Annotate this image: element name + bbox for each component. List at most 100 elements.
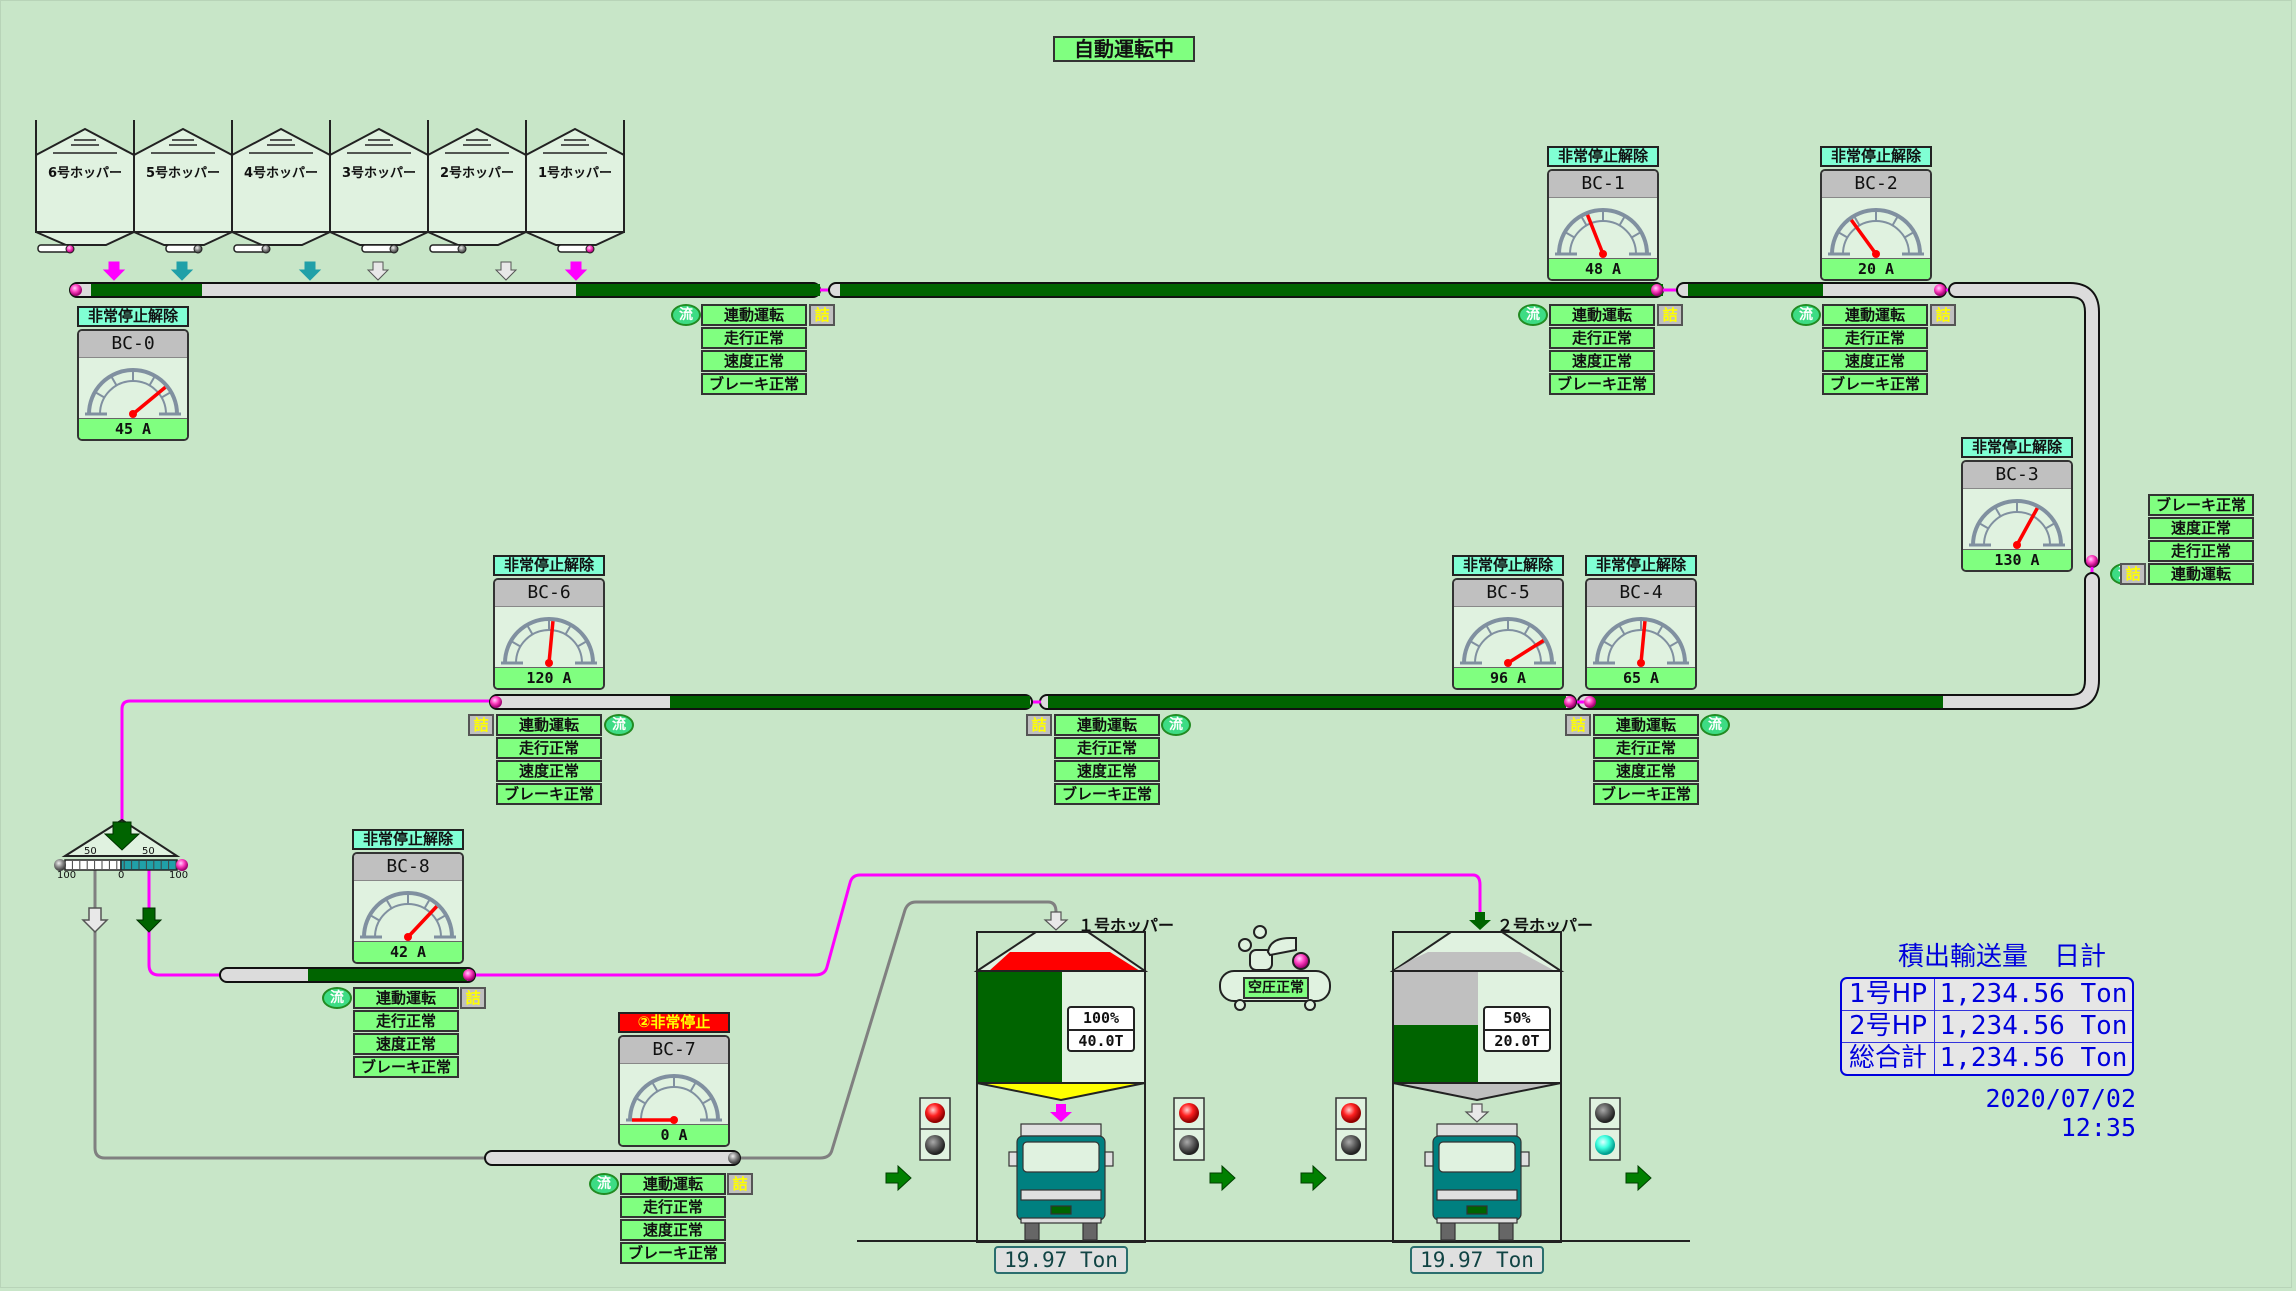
loading-hopper-1-name: １号ホッパー: [1078, 916, 1175, 935]
flow-indicator[interactable]: 流: [1161, 714, 1191, 736]
ammeter-gauge: [85, 368, 181, 418]
truck2-weight: 19.97 Ton: [1410, 1246, 1544, 1274]
current-readout: 0 A: [620, 1124, 728, 1145]
status-brake: ブレーキ正常: [496, 783, 602, 805]
top-hopper-bank: [35, 120, 625, 281]
status-brake: ブレーキ正常: [1593, 783, 1699, 805]
ammeter-gauge: [1969, 499, 2065, 549]
traffic-signal-lane2-entry: [1335, 1097, 1367, 1161]
jam-indicator[interactable]: 詰: [468, 714, 494, 736]
ammeter-bc-7[interactable]: BC-7 0 A: [618, 1035, 730, 1147]
totals-timestamp: 2020/07/02 12:35: [1985, 1084, 2136, 1142]
status-brake: ブレーキ正常: [1822, 373, 1928, 395]
diverter-scale-left-100: 100: [57, 870, 77, 881]
jam-indicator[interactable]: 詰: [2120, 563, 2146, 585]
hopper1-inlet-arrow-icon: [1043, 911, 1069, 931]
conveyor-bc8[interactable]: [219, 967, 476, 983]
hopper-discharge-arrow-icon: [366, 261, 390, 281]
status-speed: 速度正常: [1822, 350, 1928, 372]
ammeter-gauge: [1555, 208, 1651, 258]
status-linked: 連動運転: [496, 714, 602, 736]
conveyor-bc0[interactable]: [69, 282, 821, 298]
idle-line-diverter-left: [93, 870, 485, 1160]
totals-key: 1号HP: [1842, 979, 1935, 1010]
diverter-gate[interactable]: [54, 818, 188, 871]
compressor-status: 空圧正常: [1243, 977, 1309, 999]
flow-indicator[interactable]: 流: [1700, 714, 1730, 736]
jam-indicator[interactable]: 詰: [1565, 714, 1591, 736]
estop-status-bc-4[interactable]: 非常停止解除: [1585, 555, 1697, 576]
top-hopper-name: 5号ホッパー: [145, 166, 221, 181]
current-readout: 65 A: [1587, 667, 1695, 688]
lane1-entry-arrow-icon: [885, 1164, 912, 1192]
flow-indicator[interactable]: 流: [1518, 304, 1548, 326]
conveyor-bc6[interactable]: [489, 694, 1033, 710]
jam-indicator[interactable]: 詰: [1657, 304, 1683, 326]
estop-status-bc-1[interactable]: 非常停止解除: [1547, 146, 1659, 167]
estop-status-bc-8[interactable]: 非常停止解除: [352, 829, 464, 850]
status-linked: 連動運転: [1054, 714, 1160, 736]
conveyor-id: BC-1: [1549, 171, 1657, 198]
conveyor-id: BC-5: [1454, 580, 1562, 607]
jam-indicator[interactable]: 詰: [460, 987, 486, 1009]
signal-green-lamp: [1341, 1135, 1361, 1155]
conveyor-bc5[interactable]: [1039, 694, 1577, 710]
estop-status-bc-5[interactable]: 非常停止解除: [1452, 555, 1564, 576]
conveyor-id: BC-7: [620, 1037, 728, 1064]
gauge-needle: [1849, 218, 1878, 256]
estop-status-bc-3[interactable]: 非常停止解除: [1961, 437, 2073, 458]
status-travel: 走行正常: [2148, 540, 2254, 562]
dump-truck-icon: [1008, 1123, 1114, 1241]
hopper2-inlet-arrow-icon: [1469, 912, 1491, 930]
jam-indicator[interactable]: 詰: [809, 304, 835, 326]
flow-indicator[interactable]: 流: [589, 1173, 619, 1195]
hopper1-level-readout: 100% 40.0T: [1067, 1006, 1135, 1052]
jam-indicator[interactable]: 詰: [1930, 304, 1956, 326]
flow-indicator[interactable]: 流: [671, 304, 701, 326]
conveyor-id: BC-6: [495, 580, 603, 607]
estop-status-bc-6[interactable]: 非常停止解除: [493, 555, 605, 576]
estop-status-bc-0[interactable]: 非常停止解除: [77, 306, 189, 327]
totals-value: 1,234.56 Ton: [1939, 1011, 2128, 1041]
diverter-right-arrow-icon: [135, 907, 163, 933]
estop-status-bc-2[interactable]: 非常停止解除: [1820, 146, 1932, 167]
flow-line-bc6-to-diverter: [120, 699, 490, 830]
status-brake: ブレーキ正常: [1054, 783, 1160, 805]
ammeter-gauge: [626, 1074, 722, 1124]
top-hopper-name: 4号ホッパー: [243, 166, 319, 181]
conveyor-bc2[interactable]: [1676, 282, 1947, 298]
conveyor-bc7[interactable]: [484, 1150, 741, 1166]
conveyor-bc1[interactable]: [828, 282, 1664, 298]
status-brake: ブレーキ正常: [1549, 373, 1655, 395]
conveyor-id: BC-2: [1822, 171, 1930, 198]
jam-indicator[interactable]: 詰: [727, 1173, 753, 1195]
ammeter-gauge: [1828, 208, 1924, 258]
jam-indicator[interactable]: 詰: [1026, 714, 1052, 736]
estop-status-bc-7[interactable]: ②非常停止: [618, 1012, 730, 1033]
conveyor-id: BC-8: [354, 854, 462, 881]
gauge-needle: [1507, 639, 1545, 665]
hopper1-discharge-arrow-icon: [1050, 1104, 1072, 1122]
top-hopper: [525, 120, 625, 281]
conveyor-bc3[interactable]: [1948, 282, 2100, 568]
flow-indicator[interactable]: 流: [604, 714, 634, 736]
status-brake: ブレーキ正常: [2148, 494, 2254, 516]
conveyor-bc4[interactable]: [1577, 572, 2100, 710]
ammeter-gauge: [360, 891, 456, 941]
flow-indicator[interactable]: 流: [1791, 304, 1821, 326]
status-linked: 連動運転: [1593, 714, 1699, 736]
truck1-weight: 19.97 Ton: [994, 1246, 1128, 1274]
flow-indicator[interactable]: 流: [322, 987, 352, 1009]
signal-red-lamp: [1341, 1103, 1361, 1123]
